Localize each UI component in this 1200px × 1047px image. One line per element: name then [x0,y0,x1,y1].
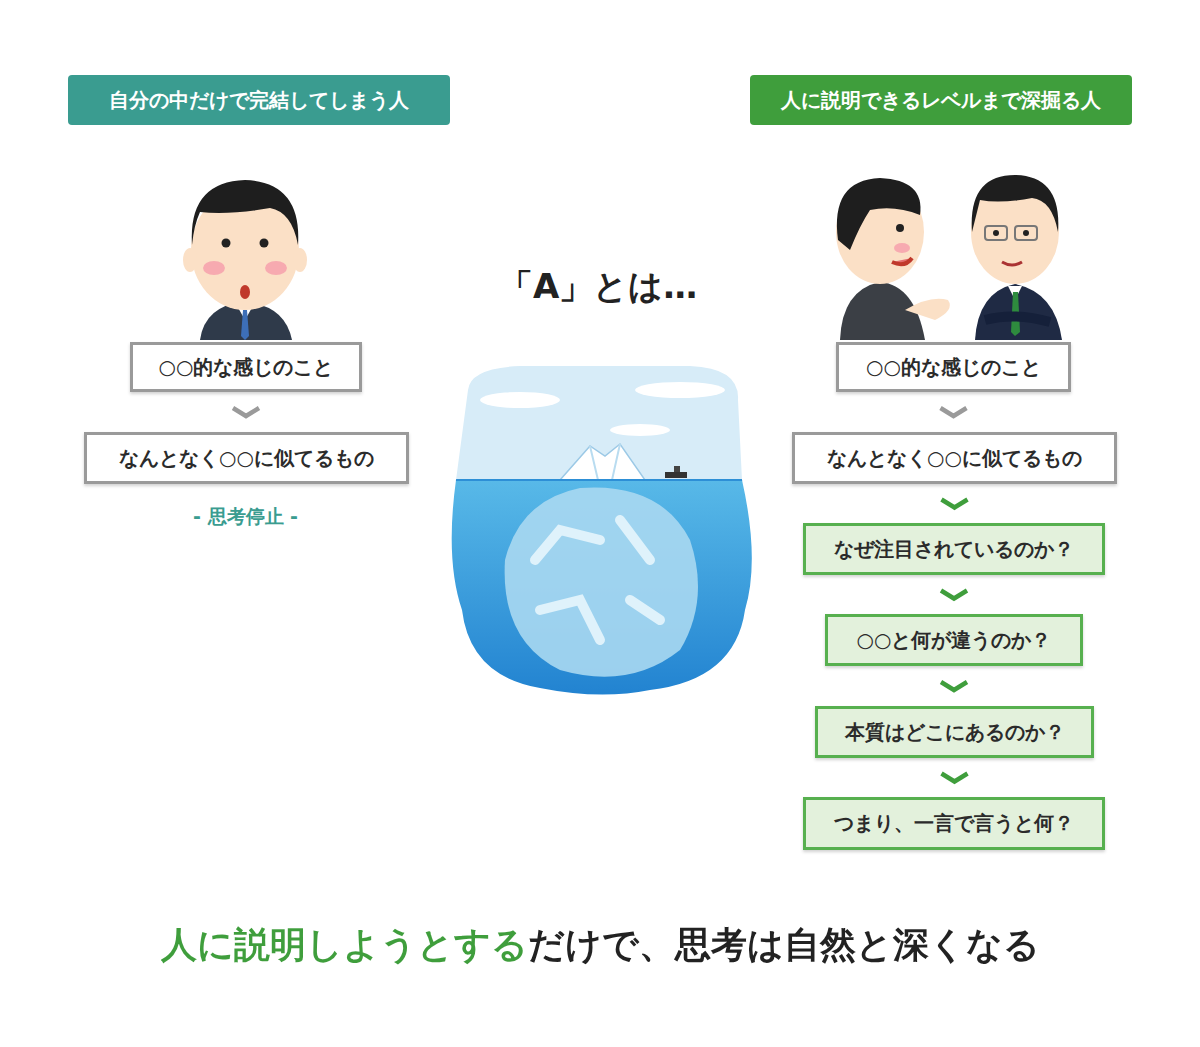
conversation-illustration [836,175,1062,340]
question-box: つまり、一言で言うと何？ [803,797,1105,850]
header-box: 人に説明できるレベルまで深掘る人 [750,75,1132,125]
box-text: なぜ注目されているのか？ [834,536,1074,563]
box-text: なんとなく○○に似てるもの [827,445,1082,472]
chevron-connector [942,500,968,508]
process-box: ○○的な感じのこと [130,342,362,392]
chevron-connector [941,682,967,690]
box-text: ○○的な感じのこと [866,354,1041,381]
chevron-connector [233,408,259,416]
question-box: ○○と何が違うのか？ [825,614,1083,666]
chevron-connector [941,591,967,599]
chevron-connector [942,774,968,782]
box-text: ○○と何が違うのか？ [857,627,1052,654]
iceberg-illustration [440,360,760,710]
caption: 人に説明しようとするだけで、思考は自然と深くなる [161,921,1040,970]
box-text: 本質はどこにあるのか？ [845,719,1065,746]
box-text: 人に説明できるレベルまで深掘る人 [781,87,1101,114]
note-label: - 思考停止 - [193,504,298,530]
question-box: 本質はどこにあるのか？ [815,706,1094,758]
box-text: ○○的な感じのこと [159,354,334,381]
process-box: なんとなく○○に似てるもの [792,432,1117,484]
person-illustration [183,180,307,340]
box-text: なんとなく○○に似てるもの [119,445,374,472]
header-box: 自分の中だけで完結してしまう人 [68,75,450,125]
box-text: 自分の中だけで完結してしまう人 [109,87,409,114]
topic-label: 「A」とは… [499,264,697,310]
question-box: なぜ注目されているのか？ [803,523,1105,575]
chevron-connector [941,408,967,416]
process-box: ○○的な感じのこと [836,342,1071,392]
process-box: なんとなく○○に似てるもの [84,432,409,484]
box-text: つまり、一言で言うと何？ [834,810,1074,837]
